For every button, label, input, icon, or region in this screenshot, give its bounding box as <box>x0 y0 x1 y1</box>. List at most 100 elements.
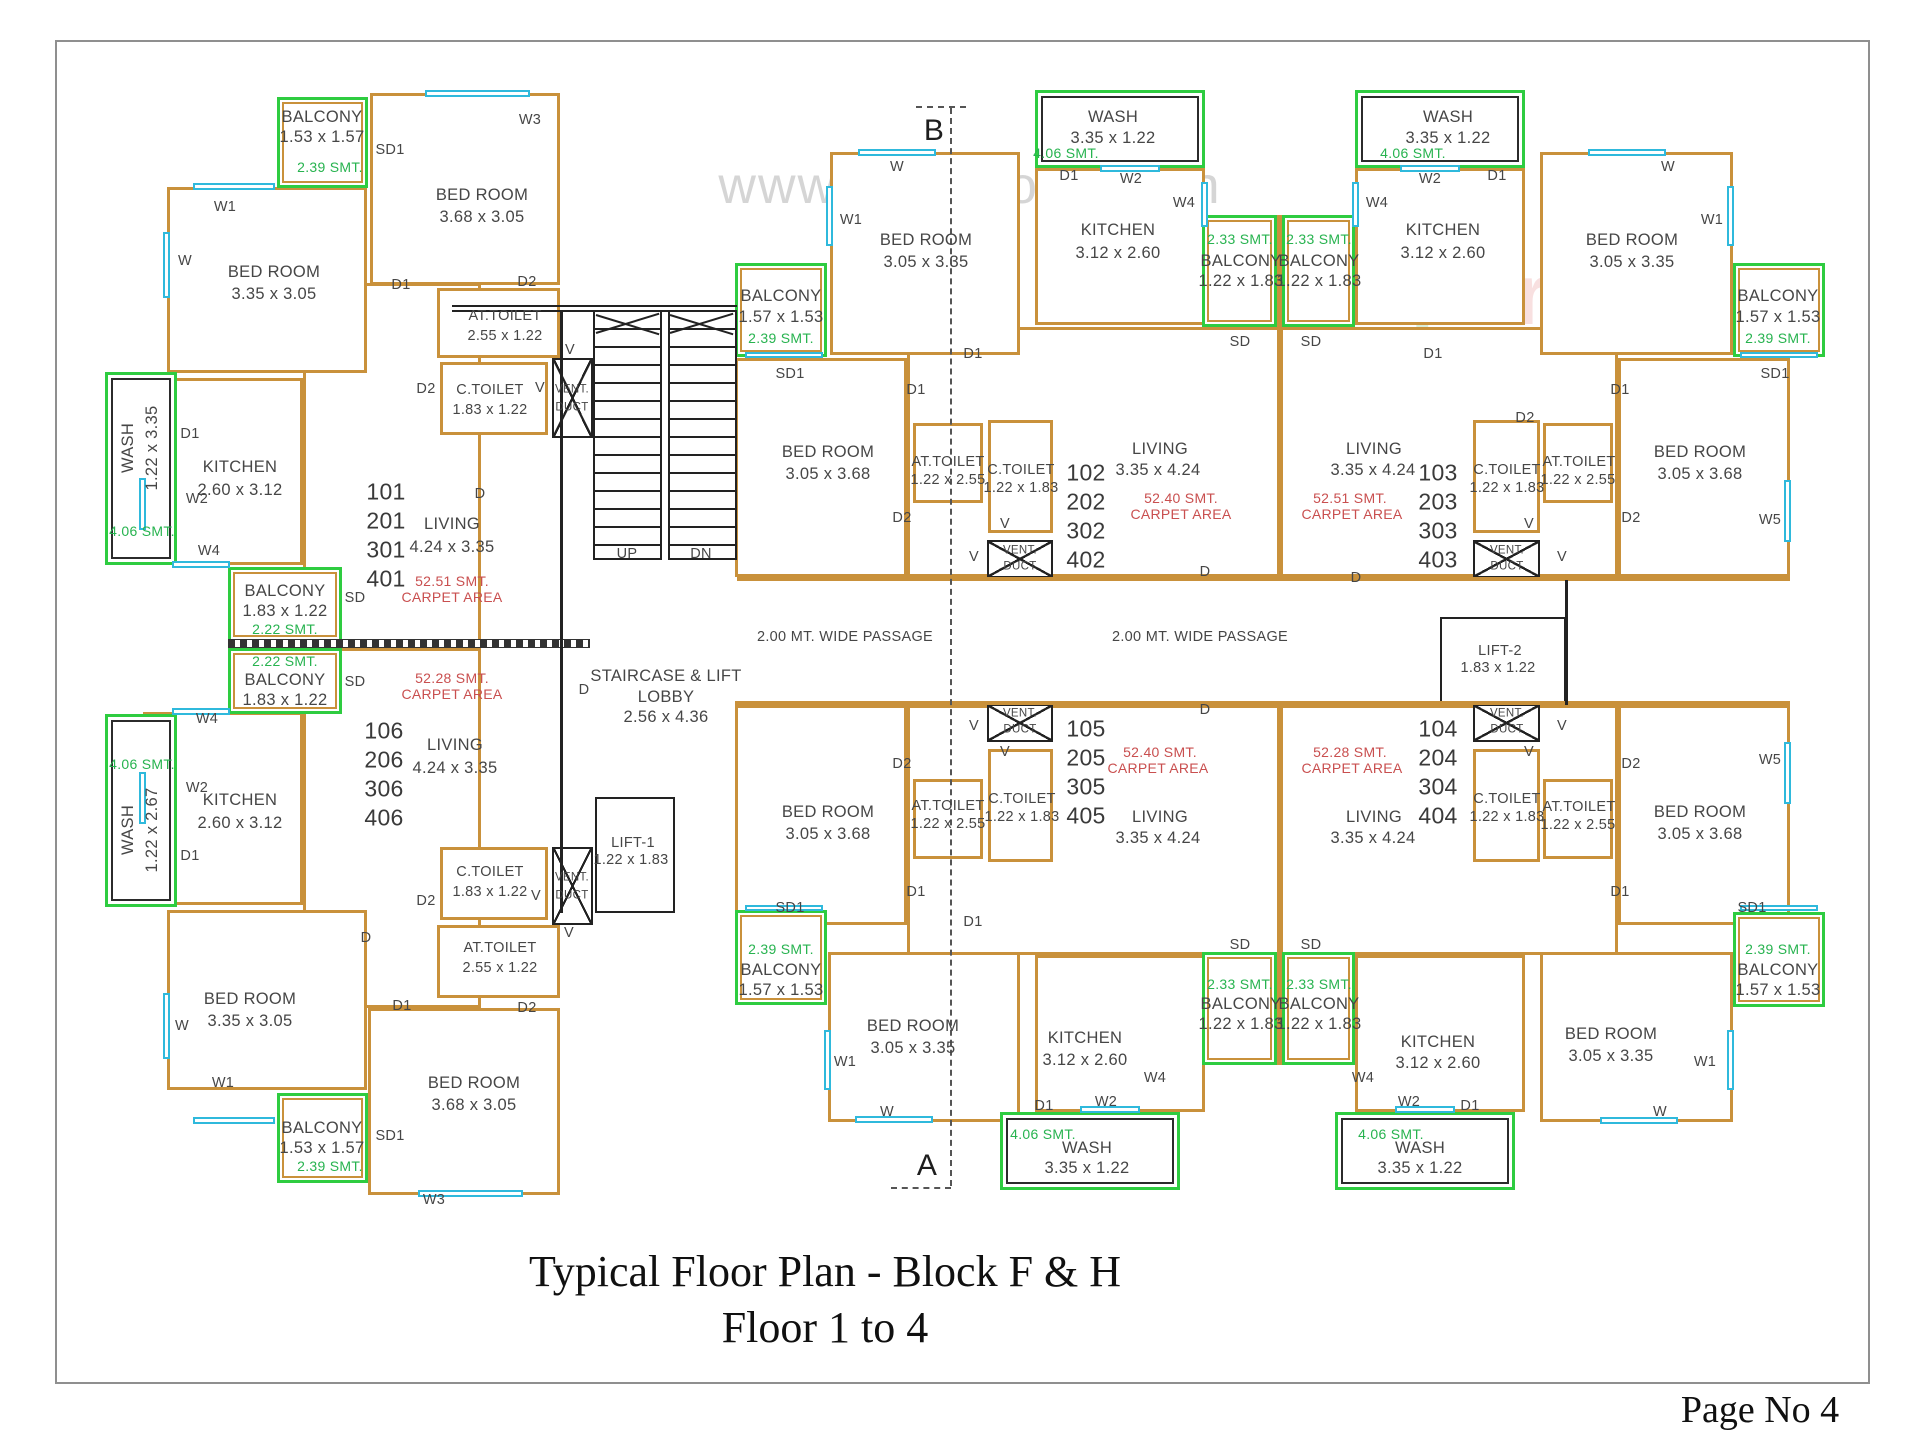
door-label: SD <box>1300 936 1322 953</box>
ctoilet-103 <box>1473 420 1540 533</box>
room-dims: 3.35 x 4.24 <box>1330 828 1416 847</box>
vent-label: V <box>969 717 979 734</box>
area-label: 2.22 SMT. <box>252 653 318 669</box>
window-label: W2 <box>1418 170 1442 187</box>
window-label: W <box>890 158 904 175</box>
room-label: AT.TOILET <box>1542 798 1616 815</box>
flat-number: 305 <box>1066 773 1106 800</box>
door-label: SD1 <box>375 1127 405 1144</box>
door-label: D1 <box>906 883 926 900</box>
window <box>193 183 275 190</box>
bedroom-101 <box>167 187 367 373</box>
window-label: W1 <box>1700 211 1724 228</box>
room-label: BED ROOM <box>879 230 973 249</box>
room-dims: 4.24 x 3.35 <box>412 758 498 777</box>
window-label: W3 <box>422 1191 446 1208</box>
area-label: 2.33 SMT. <box>1207 976 1273 992</box>
room-dims: 3.05 x 3.35 <box>870 1038 956 1057</box>
door-label: D <box>578 681 590 698</box>
window <box>418 1190 523 1197</box>
room-label: BED ROOM <box>435 185 529 204</box>
window-label: W <box>1661 158 1675 175</box>
window <box>172 561 230 568</box>
door-label: D <box>1199 701 1211 718</box>
vent-label: V <box>565 341 575 358</box>
room-label: BALCONY <box>740 286 822 305</box>
room-label: C.TOILET <box>1473 461 1541 478</box>
room-label: KITCHEN <box>1405 220 1481 239</box>
stair-label: DN <box>690 545 712 562</box>
door-label: D1 <box>906 381 926 398</box>
window-label: W5 <box>1758 751 1782 768</box>
window <box>163 232 170 298</box>
window-label: W1 <box>211 1074 235 1091</box>
door-label: D1 <box>1610 381 1630 398</box>
room-dims: 1.22 x 1.83 <box>1469 479 1545 496</box>
door-label: D <box>1199 563 1211 580</box>
room-dims: 1.83 x 1.22 <box>452 401 528 418</box>
room-label: WASH <box>1087 107 1139 126</box>
window <box>1740 352 1818 358</box>
vent-label: V <box>564 924 574 941</box>
room-dims: 3.35 x 4.24 <box>1330 460 1416 479</box>
room-label: BALCONY <box>1278 994 1360 1013</box>
area-label: 2.33 SMT. <box>1207 231 1273 247</box>
flat-number: 404 <box>1418 802 1458 829</box>
window <box>824 1030 831 1090</box>
area-label: 2.33 SMT. <box>1286 976 1352 992</box>
door-label: D2 <box>1515 409 1535 426</box>
vent-label: V <box>1557 548 1567 565</box>
bedroom-105-top <box>735 705 907 925</box>
flat-number: 301 <box>366 536 406 563</box>
area-label: 4.06 SMT. <box>1010 1126 1076 1142</box>
area-label: 2.39 SMT. <box>748 941 814 957</box>
duct-label: VENT. <box>554 383 590 396</box>
room-dims: 2.55 x 1.22 <box>467 327 543 344</box>
flat-number: 406 <box>364 804 404 831</box>
bedroom-102-top <box>830 152 1020 355</box>
room-dims: 1.83 x 1.22 <box>242 601 328 620</box>
window <box>858 149 936 156</box>
door-label: D2 <box>416 380 436 397</box>
lift-dims: 1.22 x 1.83 <box>593 851 669 868</box>
window <box>193 1117 275 1124</box>
balcony-101-top <box>277 97 368 188</box>
room-dims: 3.35 x 4.24 <box>1115 460 1201 479</box>
room-dims: 3.12 x 2.60 <box>1075 243 1161 262</box>
room-dims: 1.22 x 1.83 <box>1198 271 1284 290</box>
room-label: BALCONY <box>1278 251 1360 270</box>
center-party-wall-bottom <box>1277 705 1282 1065</box>
room-dims: 3.05 x 3.35 <box>1589 252 1675 271</box>
door-label: SD1 <box>1737 899 1767 916</box>
room-label: C.TOILET <box>456 863 524 880</box>
room-dims: 2.60 x 3.12 <box>197 813 283 832</box>
door-label: SD <box>1229 333 1251 350</box>
duct-label: DUCT <box>1003 723 1037 736</box>
flat-number: 204 <box>1418 744 1458 771</box>
flat-number: 103 <box>1418 459 1458 486</box>
duct-label: VENT. <box>554 871 590 884</box>
vent-label: V <box>969 548 979 565</box>
duct-label: DUCT <box>555 889 589 902</box>
window-label: W1 <box>839 211 863 228</box>
door-label: D1 <box>1059 167 1079 184</box>
area-label: 2.39 SMT. <box>297 159 363 175</box>
room-label: C.TOILET <box>1473 790 1541 807</box>
vent-duct-105 <box>987 704 1053 742</box>
door-label: D2 <box>1621 755 1641 772</box>
kitchen-103 <box>1355 168 1525 325</box>
bedroom-106 <box>167 910 367 1090</box>
room-label: BED ROOM <box>1564 1024 1658 1043</box>
window <box>425 90 530 97</box>
window <box>1784 480 1791 542</box>
stair-landing-line <box>452 310 737 312</box>
wash-101 <box>105 372 177 565</box>
room-label: WASH <box>118 422 137 474</box>
carpet-area: CARPET AREA <box>1130 506 1232 522</box>
window-label: W3 <box>518 111 542 128</box>
carpet-area: 52.28 SMT. <box>415 670 489 686</box>
room-dims: 3.05 x 3.68 <box>1657 824 1743 843</box>
window-label: W2 <box>1094 1093 1118 1110</box>
plan-subtitle: Floor 1 to 4 <box>721 1303 929 1352</box>
